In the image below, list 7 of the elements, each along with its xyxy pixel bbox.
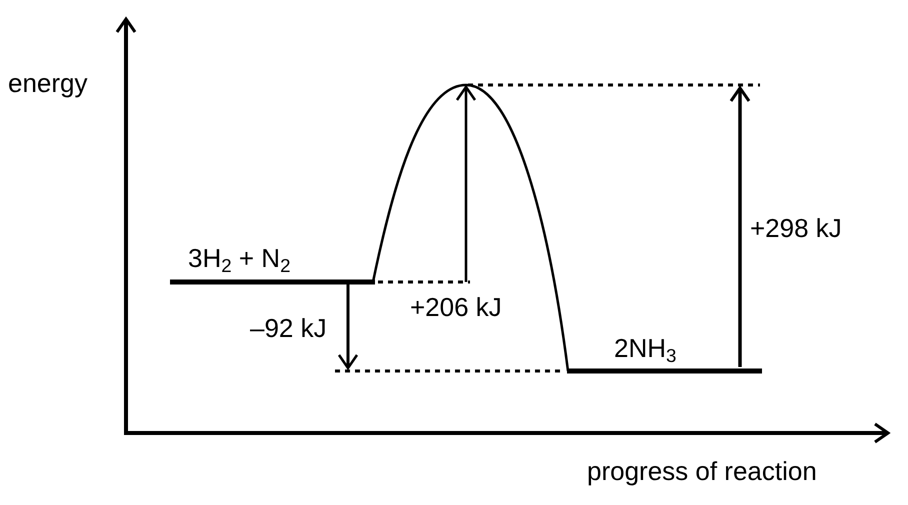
axis-label: energy	[8, 68, 88, 98]
axis-label: progress of reaction	[587, 456, 817, 486]
energy-value-label: –92 kJ	[250, 313, 327, 343]
energy-value-label: +206 kJ	[410, 292, 502, 322]
species-label: 2NH$_{3}$	[614, 333, 676, 363]
species-label: 3H$_{2}$ + N$_{2}$	[188, 243, 290, 273]
energy-value-label: +298 kJ	[750, 213, 842, 243]
